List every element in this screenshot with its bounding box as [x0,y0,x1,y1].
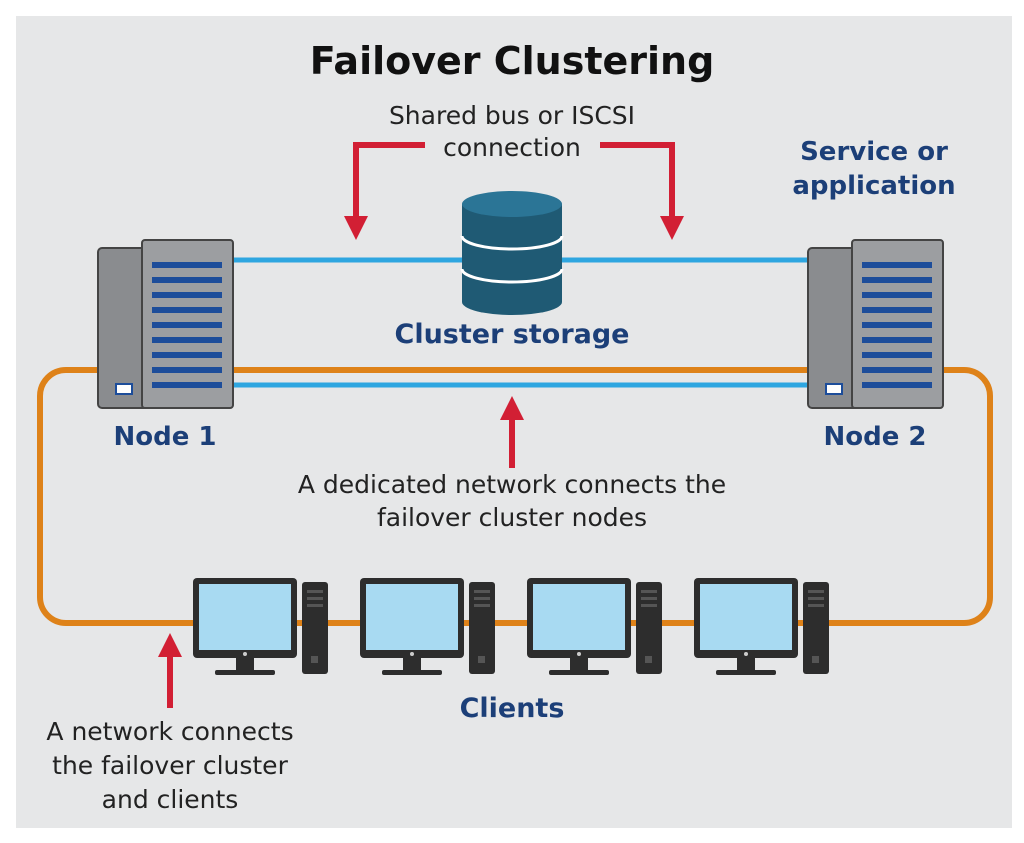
client-network-label-line2: the failover cluster [52,751,288,780]
database-icon [460,191,564,315]
shared-bus-label-line1: Shared bus or ISCSI [389,101,635,130]
tower-icon [302,582,328,674]
server-icon [807,239,944,409]
node1-label: Node 1 [113,422,216,452]
service-label-line1: Service or [800,137,948,167]
node2-label: Node 2 [823,422,926,452]
monitor-icon [193,578,297,675]
service-label-line2: application [792,171,955,201]
client-network-label-line3: and clients [102,785,239,814]
diagram-title: Failover Clustering [310,39,715,83]
client-computer [527,578,662,675]
dedicated-network-label-line2: failover cluster nodes [377,503,647,532]
client-network-label-line1: A network connects [46,717,293,746]
dedicated-network-label-line1: A dedicated network connects the [298,470,726,499]
client-computer [193,578,328,675]
shared-bus-label-line2: connection [443,133,581,162]
client-computer [694,578,829,675]
monitor-icon [694,578,798,675]
cluster-storage-label: Cluster storage [395,319,630,350]
shared-bus-arrow-left [344,142,425,240]
server-icon [97,239,234,409]
tower-icon [469,582,495,674]
client-network-loop [37,367,993,626]
clients-label: Clients [460,693,565,724]
monitor-icon [360,578,464,675]
tower-icon [803,582,829,674]
tower-icon [636,582,662,674]
client-computer [360,578,495,675]
shared-bus-arrow-right [600,142,684,240]
monitor-icon [527,578,631,675]
